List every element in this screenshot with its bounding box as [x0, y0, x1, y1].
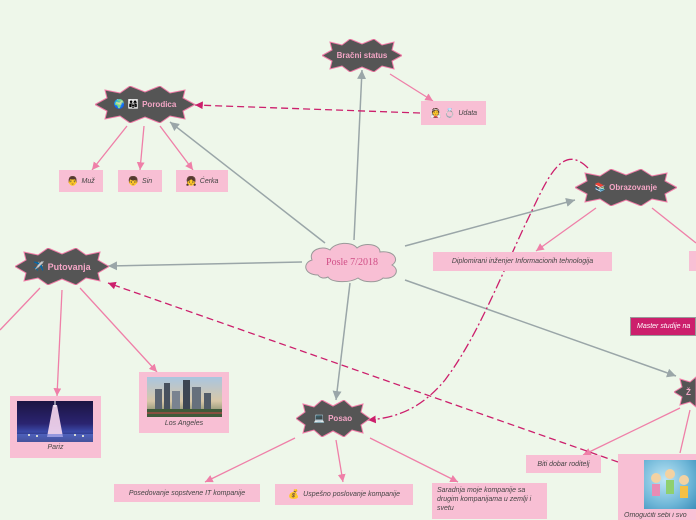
link-porodica-sin — [136, 125, 145, 171]
topic-posao-label: Posao — [328, 414, 353, 423]
man-icon: 👨 — [67, 175, 79, 186]
topic-zivot-label: Ž — [686, 387, 691, 397]
subtopic-pariz[interactable]: Pariz — [10, 396, 101, 458]
link-posao-saradnja — [369, 437, 459, 483]
bride-icon: 👰 — [429, 107, 442, 118]
subtopic-edge-stub[interactable] — [689, 251, 696, 271]
topic-shape — [674, 376, 696, 408]
link-central-obrazovanje — [404, 198, 576, 247]
link-putovanja-left — [0, 287, 41, 331]
relation-zivot-putovanja — [107, 281, 619, 463]
subtopic-uspesno-label: Uspešno poslovanje kompanije — [303, 491, 401, 498]
subtopic-uspesno[interactable]: 💰 Uspešno poslovanje kompanije — [275, 484, 413, 505]
link-putovanja-la — [79, 287, 158, 373]
link-central-posao — [332, 282, 351, 401]
link-obrazovanje-master — [651, 207, 696, 244]
eiffel-tower-icon — [17, 401, 93, 442]
subtopic-sin[interactable]: 👦 Sin — [118, 170, 162, 192]
subtopic-muz[interactable]: 👨 Muž — [59, 170, 103, 192]
topic-shape — [95, 86, 195, 123]
central-topic-label: Posle 7/2018 — [326, 256, 378, 268]
computer-icon: 💻 — [313, 413, 326, 423]
link-putovanja-pariz — [53, 289, 63, 397]
subtopic-roditelj[interactable]: Biti dobar roditelj — [526, 455, 601, 473]
subtopic-udata-label: Udata — [458, 109, 478, 117]
family-icon: 👨‍👩‍👧 — [127, 99, 140, 109]
link-zivot-roditelj — [582, 407, 681, 456]
subtopic-sin-label: Sin — [142, 177, 153, 185]
topic-shape — [15, 248, 109, 285]
topic-shape — [296, 400, 370, 437]
link-central-porodica — [169, 121, 326, 244]
topic-obrazovanje-label: Obrazovanje — [609, 183, 658, 192]
link-posao-uspesno — [335, 439, 346, 483]
link-porodica-cerka — [159, 125, 194, 171]
link-central-putovanja — [107, 261, 303, 271]
topic-porodica[interactable]: 🌍👨‍👩‍👧Porodica — [95, 86, 195, 123]
central-topic[interactable]: Posle 7/2018 — [300, 241, 404, 283]
link-porodica-muz — [91, 125, 128, 171]
los-angeles-skyline-image — [147, 377, 222, 417]
subtopic-muz-label: Muž — [81, 177, 95, 185]
cloud-shape — [305, 242, 397, 283]
subtopic-la-label: Los Angeles — [164, 420, 204, 427]
subtopic-cerka-label: Ćerka — [199, 177, 219, 185]
link-zivot-omoguciti — [679, 409, 691, 454]
girl-icon: 👧 — [185, 175, 197, 186]
subtopic-saradnja-label: Saradnja moje kompanije sa drugim kompan… — [437, 487, 532, 513]
subtopic-diplomirani[interactable]: Diplomirani inženjer Informacionih tehno… — [433, 252, 612, 271]
topic-porodica-label: Porodica — [142, 100, 177, 109]
topic-putovanja[interactable]: ✈️Putovanja — [15, 248, 109, 285]
boy-icon: 👦 — [127, 175, 140, 186]
topic-shape — [322, 39, 402, 72]
subtopic-omoguciti-label: Omogućiti sebi i svo — [624, 512, 687, 519]
subtopic-sopstvena[interactable]: Posedovanje sopstvene IT kompanije — [114, 484, 260, 502]
subtopic-pariz-label: Pariz — [47, 444, 64, 451]
topic-putovanja-label: Putovanja — [47, 261, 91, 272]
relation-obrazovanje-posao — [367, 158, 589, 424]
topic-bracni-status[interactable]: Bračni status — [322, 39, 402, 72]
relation-udata-porodica — [194, 101, 421, 114]
link-central-zivot — [404, 279, 677, 378]
subtopic-master[interactable]: Master studije na — [630, 317, 696, 336]
subtopic-sopstvena-label: Posedovanje sopstvene IT kompanije — [128, 489, 246, 497]
globe-icon: 🌍 — [113, 99, 125, 109]
link-bracni-udata — [389, 73, 434, 102]
topic-obrazovanje[interactable]: 📚Obrazovanje — [575, 169, 677, 206]
ring-icon: 💍 — [444, 107, 456, 118]
link-central-bracni — [353, 69, 367, 241]
topic-posao[interactable]: 💻Posao — [296, 400, 370, 437]
subtopic-udata[interactable]: 👰 💍 Udata — [421, 101, 486, 125]
books-icon: 📚 — [594, 182, 607, 192]
subtopic-cerka[interactable]: 👧 Ćerka — [176, 170, 228, 192]
airplane-icon: ✈️ — [33, 261, 45, 271]
skyline-icon — [147, 380, 222, 417]
subtopic-master-label: Master studije na — [637, 323, 691, 330]
money-bag-icon: 💰 — [287, 489, 300, 499]
topic-zivot[interactable]: Ž — [674, 376, 696, 408]
happy-family-image — [644, 460, 696, 509]
paris-eiffel-image — [17, 401, 93, 442]
subtopic-saradnja[interactable]: Saradnja moje kompanije sa drugim kompan… — [432, 483, 547, 519]
link-obrazovanje-diplomirani — [535, 207, 597, 252]
people-icon — [651, 469, 689, 498]
topic-shape — [575, 169, 677, 206]
subtopic-diplomirani-label: Diplomirani inženjer Informacionih tehno… — [451, 258, 594, 265]
subtopic-omoguciti[interactable]: Omogućiti sebi i svo — [618, 454, 696, 520]
subtopic-los-angeles[interactable]: Los Angeles — [139, 372, 229, 433]
topic-bracni-status-label: Bračni status — [336, 51, 388, 60]
link-posao-sopstvena — [204, 437, 296, 483]
subtopic-roditelj-label: Biti dobar roditelj — [537, 460, 590, 468]
